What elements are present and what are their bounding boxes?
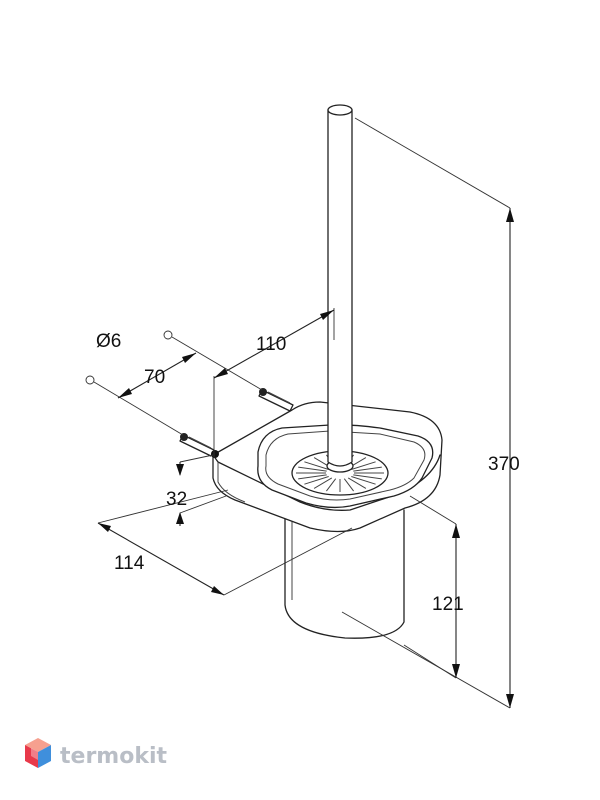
bristle bbox=[298, 474, 327, 480]
label-32: 32 bbox=[166, 489, 187, 510]
label-diameter: Ø6 bbox=[96, 331, 121, 352]
dim-114 bbox=[97, 522, 225, 596]
bristle bbox=[325, 478, 337, 492]
container-cup bbox=[284, 509, 405, 639]
dim-121 bbox=[403, 524, 460, 679]
brush-handle bbox=[327, 104, 353, 467]
bristle bbox=[313, 477, 333, 489]
extension-lines bbox=[85, 117, 511, 709]
bristle bbox=[304, 461, 329, 470]
bristle bbox=[304, 476, 329, 485]
bristle bbox=[353, 474, 382, 480]
screw-upper bbox=[258, 388, 294, 412]
dim-70 bbox=[117, 352, 197, 399]
logo-hexagon-icon bbox=[25, 738, 51, 768]
label-121: 121 bbox=[432, 594, 464, 615]
toilet-brush-holder bbox=[179, 104, 443, 639]
label-370: 370 bbox=[488, 454, 520, 475]
brand-logo: termokit bbox=[25, 738, 167, 769]
screw-lower bbox=[179, 433, 219, 458]
brand-name: termokit bbox=[60, 744, 167, 769]
label-110: 110 bbox=[256, 334, 286, 355]
bristle bbox=[353, 466, 382, 472]
label-70: 70 bbox=[144, 367, 165, 388]
bristle bbox=[347, 477, 367, 489]
dim-32 bbox=[176, 462, 184, 526]
dim-110 bbox=[213, 309, 335, 379]
bristle bbox=[351, 461, 376, 470]
label-114: 114 bbox=[114, 553, 145, 574]
bristle bbox=[351, 476, 376, 485]
bristle bbox=[298, 466, 327, 472]
bristle bbox=[343, 478, 355, 492]
dim-370 bbox=[506, 208, 514, 708]
